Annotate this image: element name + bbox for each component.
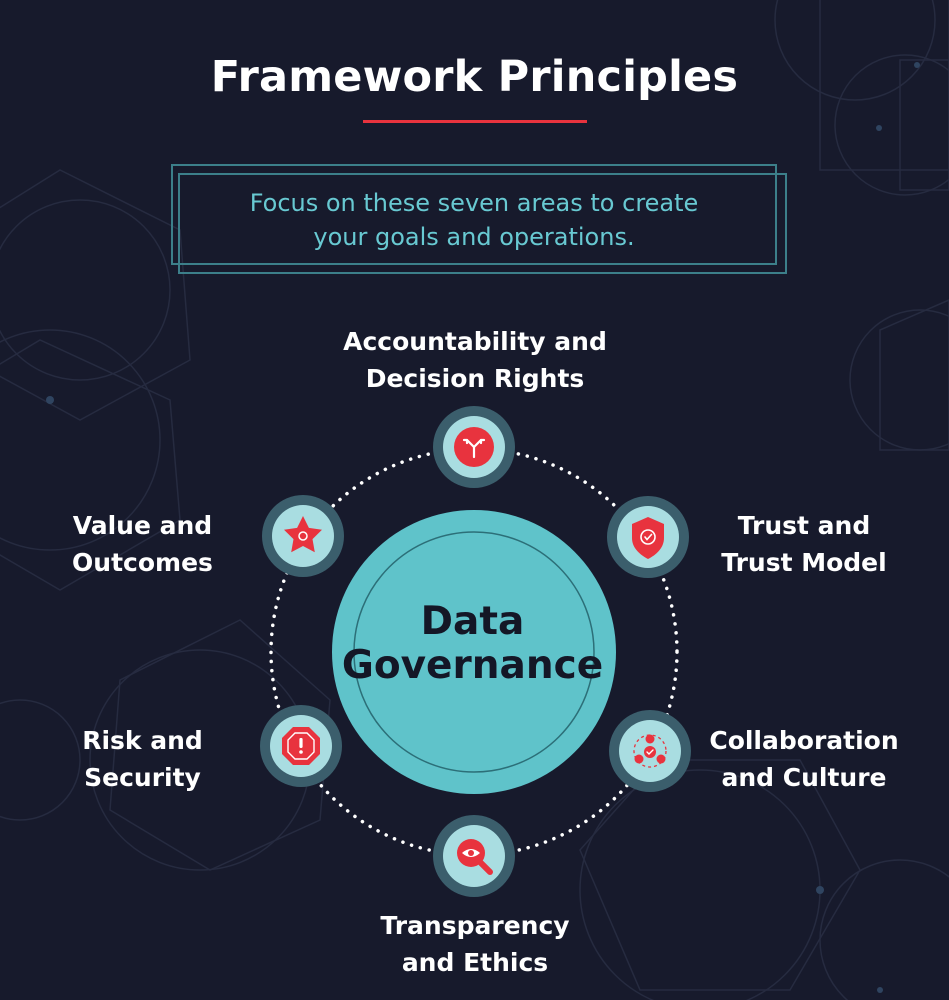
network-nodes-icon (633, 734, 667, 768)
node-accountability (433, 406, 515, 488)
label-value: Value and Outcomes (50, 507, 235, 581)
label-line: Outcomes (72, 548, 213, 577)
subtitle: Focus on these seven areas to create you… (171, 186, 777, 254)
node-trust (607, 496, 689, 578)
center-circle (332, 510, 616, 794)
label-line: Risk and (82, 726, 203, 755)
label-line: Transparency (380, 911, 570, 940)
label-line: and Ethics (401, 948, 549, 977)
center-label-line: Data (420, 599, 525, 644)
node-risk (260, 705, 342, 787)
page-title: Framework Principles (210, 52, 739, 102)
subtitle-line: your goals and operations. (313, 223, 635, 251)
label-risk: Risk and Security (55, 722, 230, 796)
label-line: Trust Model (721, 548, 887, 577)
label-line: Collaboration (709, 726, 899, 755)
label-line: and Culture (721, 763, 887, 792)
title-underline (363, 120, 587, 123)
subtitle-frame-shadow (178, 173, 787, 274)
label-line: Value and (72, 511, 213, 540)
star-badge-icon (284, 516, 322, 553)
magnifier-eye-icon (457, 839, 493, 875)
center-label: Data Governance (330, 600, 615, 688)
node-value (262, 495, 344, 577)
label-line: Security (84, 763, 201, 792)
center-inner-ring (353, 531, 595, 773)
label-accountability: Accountability and Decision Rights (325, 323, 625, 397)
label-line: Accountability and (343, 327, 607, 356)
label-trust: Trust and Trust Model (700, 507, 908, 581)
label-transparency: Transparency and Ethics (360, 907, 590, 981)
subtitle-line: Focus on these seven areas to create (249, 189, 699, 217)
subtitle-frame (171, 164, 777, 265)
label-collaboration: Collaboration and Culture (700, 722, 908, 796)
node-collaboration (609, 710, 691, 792)
split-arrows-icon (462, 438, 486, 459)
center-label-line: Governance (341, 643, 604, 688)
label-line: Trust and (737, 511, 871, 540)
node-transparency (433, 815, 515, 897)
label-line: Decision Rights (365, 364, 585, 393)
